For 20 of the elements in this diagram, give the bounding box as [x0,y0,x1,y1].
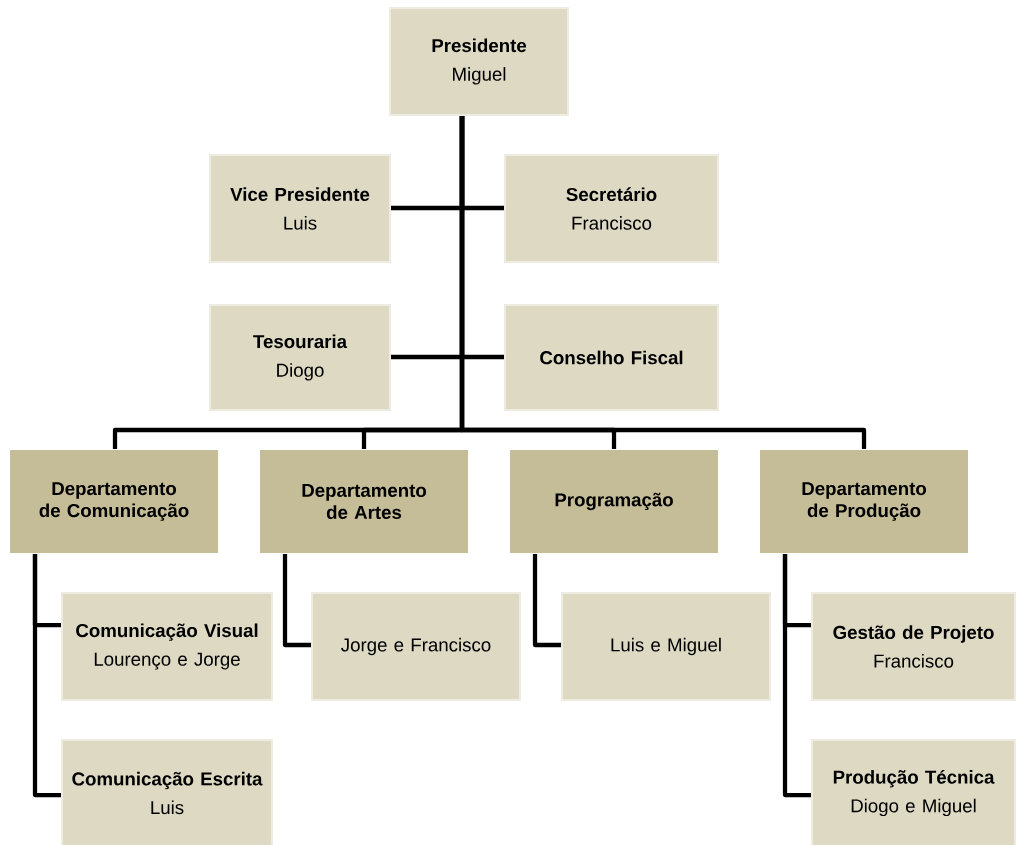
team-box: Produção Técnica Diogo e Miguel [811,739,1016,845]
department-box: Departamento de Artes [260,450,468,553]
role-box: Tesouraria Diogo [209,304,391,411]
connector-line [782,554,811,798]
department-box: Programação [510,450,718,553]
connector-line [32,554,61,798]
team-box: Gestão de Projeto Francisco [811,592,1016,701]
team-box: Jorge e Francisco [311,592,521,701]
department-box: Departamento de Produção [760,450,968,553]
team-box: Comunicação Visual Lourenço e Jorge [61,592,273,701]
team-box: Luis e Miguel [561,592,771,701]
connector-line [459,116,867,449]
department-box: Departamento de Comunicação [10,450,218,553]
role-box: Presidente Miguel [389,7,569,116]
role-box: Conselho Fiscal [504,304,719,411]
team-box: Comunicação Escrita Luis [61,739,273,845]
role-box: Secretário Francisco [504,154,719,263]
connector-line [282,554,311,648]
connector-line [532,554,561,648]
role-box: Vice Presidente Luis [209,154,391,263]
